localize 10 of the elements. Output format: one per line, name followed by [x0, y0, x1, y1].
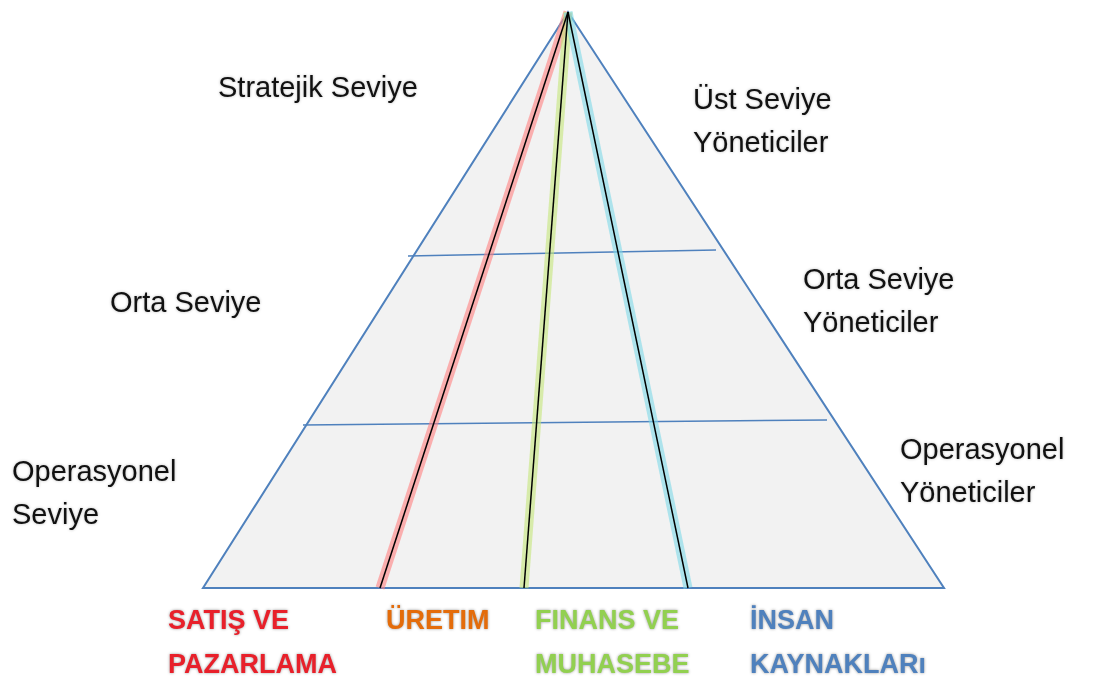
level-label: Operasyonel Seviye [12, 454, 178, 532]
manager-label: Operasyonel Yöneticiler [900, 432, 1066, 510]
department-label: FINANS VE MUHASEBE [535, 604, 691, 681]
department-label: İNSAN KAYNAKLARı [750, 604, 927, 681]
level-label: Stratejik Seviye [218, 70, 418, 105]
level-label: Orta Seviye [110, 285, 262, 320]
department-label: ÜRETIM [386, 604, 490, 637]
department-label: SATIŞ VE PAZARLAMA [168, 604, 338, 681]
manager-label: Üst Seviye Yöneticiler [693, 82, 833, 160]
manager-label: Orta Seviye Yöneticiler [803, 262, 956, 340]
